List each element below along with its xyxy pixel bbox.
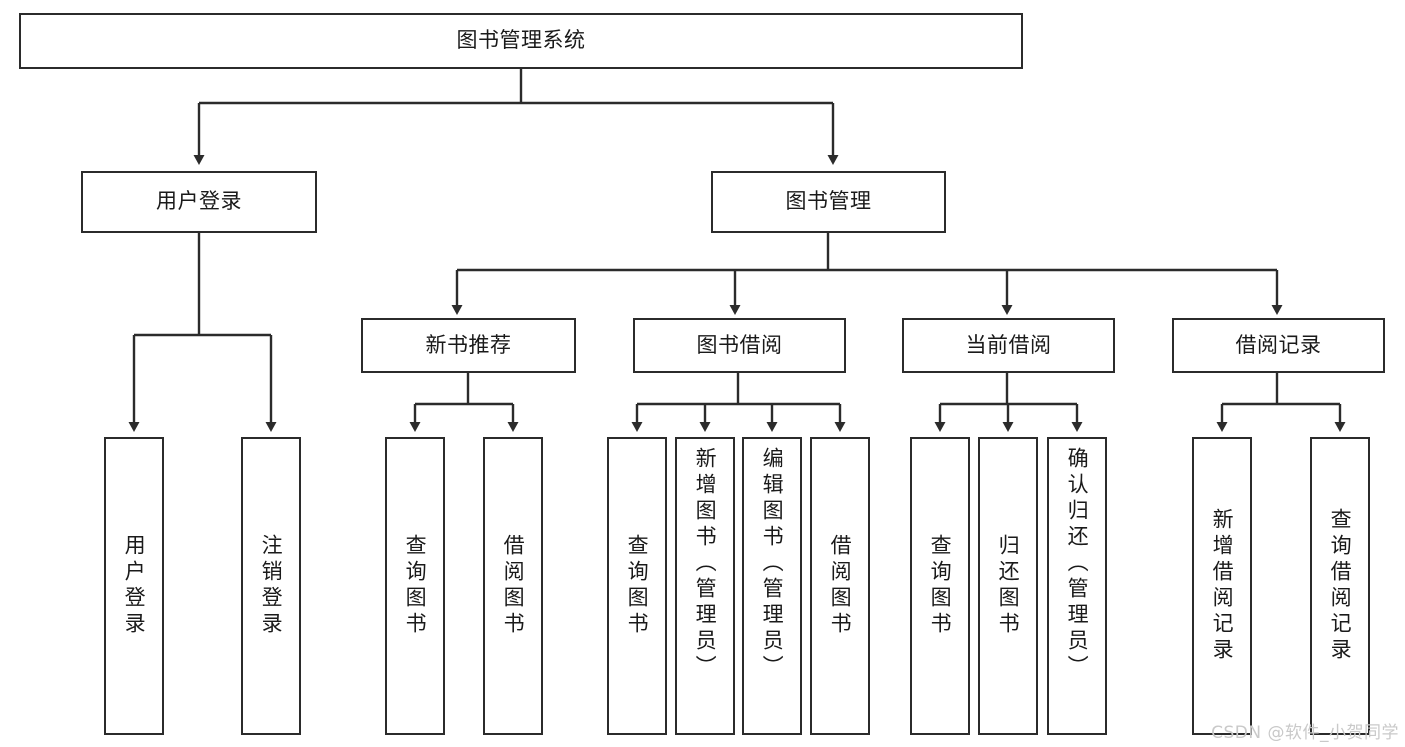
node-root-book-management-system[interactable]: 图书管理系统 xyxy=(19,13,1023,69)
node-label: 图书管理 xyxy=(785,189,872,214)
node-label: 确认归还（管理员） xyxy=(1065,447,1090,681)
node-leaf-logout-login[interactable]: 注销登录 xyxy=(241,437,301,735)
node-leaf-confirm-return-admin[interactable]: 确认归还（管理员） xyxy=(1047,437,1107,735)
node-label: 查询借阅记录 xyxy=(1328,508,1353,664)
node-label: 借阅图书 xyxy=(828,534,853,638)
node-label: 归还图书 xyxy=(996,534,1021,638)
node-leaf-edit-book-admin[interactable]: 编辑图书（管理员） xyxy=(742,437,802,735)
node-label: 图书借阅 xyxy=(696,332,783,357)
node-new-book-recommend[interactable]: 新书推荐 xyxy=(361,318,576,373)
csdn-watermark: CSDN @软件_小贺同学 xyxy=(1211,723,1399,743)
node-leaf-query-book-current[interactable]: 查询图书 xyxy=(910,437,970,735)
node-leaf-user-login[interactable]: 用户登录 xyxy=(104,437,164,735)
node-book-management[interactable]: 图书管理 xyxy=(711,171,946,233)
node-label: 借阅图书 xyxy=(501,534,526,638)
node-label: 编辑图书（管理员） xyxy=(760,447,785,681)
node-user-login[interactable]: 用户登录 xyxy=(81,171,317,233)
node-borrow-record[interactable]: 借阅记录 xyxy=(1172,318,1385,373)
node-label: 当前借阅 xyxy=(965,332,1052,357)
node-label: 新增图书（管理员） xyxy=(693,447,718,681)
node-label: 新增借阅记录 xyxy=(1210,508,1235,664)
node-label: 查询图书 xyxy=(625,534,650,638)
node-leaf-query-borrow-record[interactable]: 查询借阅记录 xyxy=(1310,437,1370,735)
node-leaf-borrow-book-recommend[interactable]: 借阅图书 xyxy=(483,437,543,735)
node-label: 用户登录 xyxy=(156,189,242,214)
node-label: 查询图书 xyxy=(403,534,428,638)
node-leaf-add-borrow-record[interactable]: 新增借阅记录 xyxy=(1192,437,1252,735)
node-leaf-query-book-recommend[interactable]: 查询图书 xyxy=(385,437,445,735)
node-label: 查询图书 xyxy=(928,534,953,638)
node-leaf-query-book-borrow[interactable]: 查询图书 xyxy=(607,437,667,735)
node-leaf-add-book-admin[interactable]: 新增图书（管理员） xyxy=(675,437,735,735)
node-leaf-return-book[interactable]: 归还图书 xyxy=(978,437,1038,735)
node-current-borrow[interactable]: 当前借阅 xyxy=(902,318,1115,373)
node-label: 借阅记录 xyxy=(1235,332,1322,357)
node-book-borrow[interactable]: 图书借阅 xyxy=(633,318,846,373)
node-label: 新书推荐 xyxy=(425,332,512,357)
node-leaf-borrow-book-borrow[interactable]: 借阅图书 xyxy=(810,437,870,735)
node-label: 注销登录 xyxy=(259,534,284,638)
node-label: 用户登录 xyxy=(122,534,147,638)
node-label: 图书管理系统 xyxy=(456,28,586,53)
